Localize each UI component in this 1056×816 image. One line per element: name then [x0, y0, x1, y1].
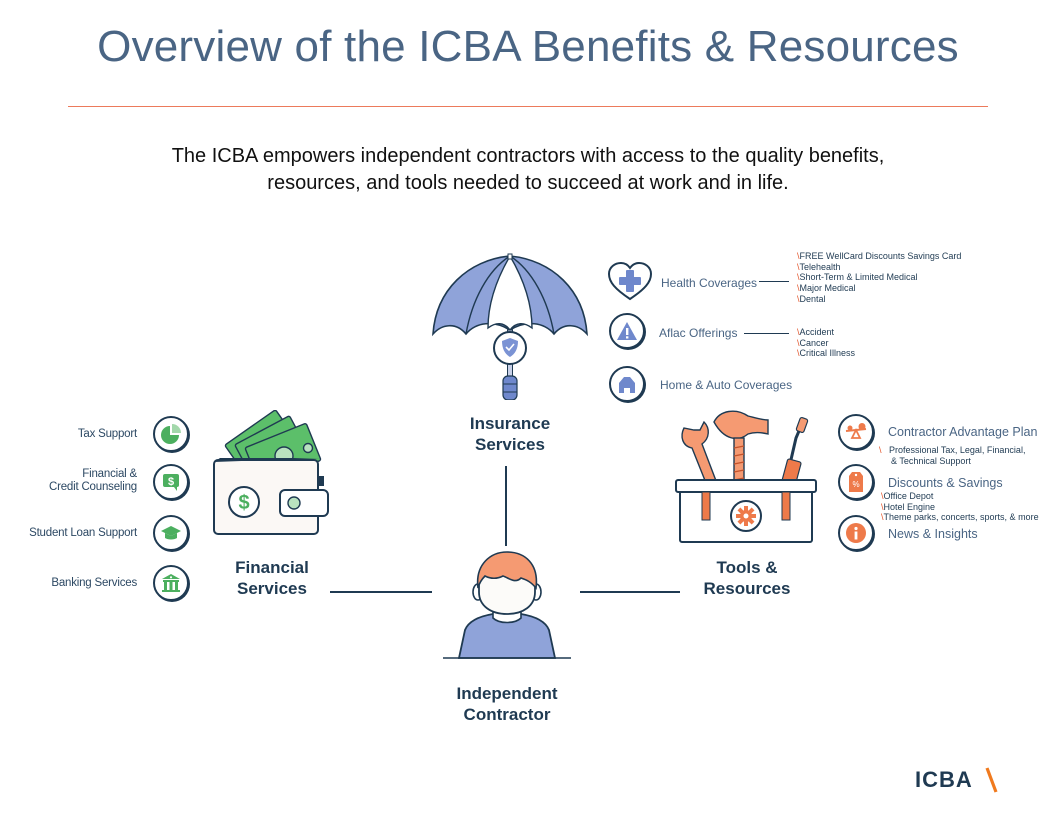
discounts-savings-label: Discounts & Savings [888, 476, 1003, 490]
svg-text:$: $ [238, 492, 249, 514]
tools-item-news[interactable]: News & Insights [838, 515, 978, 551]
aflac-offerings-details: \Accident \Cancer \Critical Illness [797, 327, 855, 359]
connector-financial-contractor [330, 591, 432, 593]
connector-insurance-contractor [505, 466, 507, 546]
connector-tools-contractor [580, 591, 680, 593]
contractor-label-line-1: Independent [456, 684, 558, 703]
heart-plus-icon [607, 262, 653, 301]
financial-item-credit-counseling[interactable]: Financial & Credit Counseling $ [0, 464, 192, 502]
health-coverages-details: \FREE WellCard Discounts Savings Card \T… [797, 251, 961, 305]
health-coverages-connector [759, 281, 789, 283]
info-icon [838, 515, 874, 551]
subtitle-line-1: The ICBA empowers independent contractor… [171, 145, 885, 167]
banking-services-label: Banking Services [51, 577, 137, 589]
contractor-advantage-details: \ Professional Tax, Legal, Financial, & … [879, 445, 1025, 466]
financial-label-line-2: Services [237, 579, 307, 598]
detail-item: & Technical Support [891, 455, 971, 466]
svg-text:%: % [852, 480, 859, 489]
warning-icon [609, 313, 645, 349]
page-title: Overview of the ICBA Benefits & Resource… [97, 22, 959, 71]
subtitle: The ICBA empowers independent contractor… [60, 143, 996, 197]
insurance-label-line-2: Services [475, 435, 545, 454]
tools-hub-label: Tools & Resources [672, 557, 822, 599]
tools-item-discounts[interactable]: % Discounts & Savings [838, 464, 1003, 500]
tools-label-line-2: Resources [703, 579, 791, 598]
insurance-item-home-auto[interactable]: Home & Auto Coverages [609, 366, 792, 402]
tools-label-line-1: Tools & [716, 558, 778, 577]
svg-text:$: $ [168, 476, 174, 488]
icba-logo-text: ICBA [915, 767, 973, 792]
financial-item-banking[interactable]: Banking Services [0, 565, 192, 603]
insurance-item-aflac[interactable]: Aflac Offerings [609, 313, 737, 349]
discounts-savings-details: \Office Depot \Hotel Engine \Theme parks… [881, 491, 1039, 523]
contractor-hub-label: Independent Contractor [437, 683, 577, 725]
detail-item: \Major Medical [797, 283, 856, 294]
detail-item: \Hotel Engine [881, 501, 936, 512]
detail-item: \Critical Illness [797, 348, 856, 359]
aflac-offerings-label: Aflac Offerings [659, 326, 738, 340]
student-loan-support-label: Student Loan Support [29, 527, 137, 539]
detail-item: \Short-Term & Limited Medical [797, 272, 918, 283]
person-icon [443, 551, 571, 659]
subtitle-line-2: resources, and tools needed to succeed a… [267, 172, 789, 194]
financial-item-student-loan[interactable]: Student Loan Support [0, 515, 192, 553]
detail-item: \FREE WellCard Discounts Savings Card [797, 251, 962, 261]
financial-hub: $ Financial Services [210, 409, 334, 600]
house-icon [609, 366, 645, 402]
price-tag-icon: % [838, 464, 874, 500]
detail-item: \Telehealth [797, 261, 841, 272]
seesaw-icon [838, 414, 874, 450]
contractor-advantage-plan-label: Contractor Advantage Plan [888, 425, 1038, 439]
detail-item: \Cancer [797, 337, 829, 348]
contractor-label-line-2: Contractor [463, 705, 551, 724]
health-coverages-label: Health Coverages [661, 276, 758, 290]
tools-hub: Tools & Resources [672, 408, 822, 598]
contractor-hub: Independent Contractor [437, 548, 577, 724]
tax-support-label: Tax Support [77, 428, 137, 440]
wallet-icon: $ [213, 409, 329, 535]
aflac-offerings-connector [744, 333, 789, 335]
financial-label-line-1: Financial [235, 558, 309, 577]
graduation-cap-icon [153, 515, 189, 551]
news-insights-label: News & Insights [888, 527, 978, 541]
dollar-chat-icon: $ [153, 464, 189, 500]
logo-slash-icon [985, 767, 998, 793]
insurance-hub-label: Insurance Services [428, 413, 592, 455]
credit-counseling-label: Financial & Credit Counseling [49, 468, 137, 494]
detail-item: \Accident [797, 327, 835, 337]
detail-item: \Office Depot [881, 491, 934, 501]
detail-item: \Dental [797, 293, 826, 304]
bank-icon [153, 565, 189, 601]
insurance-hub: Insurance Services [428, 250, 592, 460]
home-auto-coverages-label: Home & Auto Coverages [660, 378, 793, 392]
financial-hub-label: Financial Services [210, 557, 334, 599]
detail-item: \Theme parks, concerts, sports, & more [881, 512, 1039, 523]
title-divider [68, 106, 988, 107]
toolbox-icon [675, 410, 817, 543]
credit-counseling-line-2: Credit Counseling [48, 481, 137, 493]
detail-item: \ Professional Tax, Legal, Financial, [879, 445, 1026, 455]
pie-chart-icon [153, 416, 189, 452]
umbrella-icon [432, 253, 588, 401]
tools-item-contractor-advantage[interactable]: Contractor Advantage Plan [838, 414, 1037, 450]
insurance-label-line-1: Insurance [469, 414, 551, 433]
financial-item-tax-support[interactable]: Tax Support [0, 416, 192, 454]
credit-counseling-line-1: Financial & [82, 468, 137, 480]
